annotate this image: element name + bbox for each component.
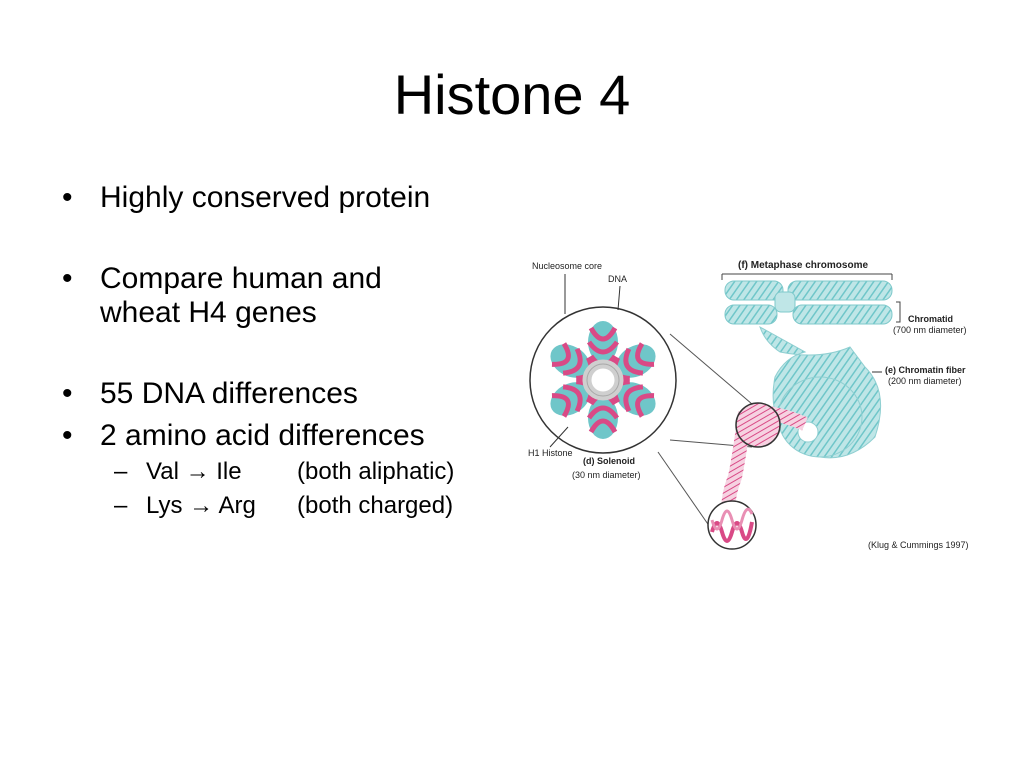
slide-title: Histone 4 [393,63,631,126]
bullet-dot: • [62,377,73,410]
label-chromatid: Chromatid [908,314,953,324]
residue-to: Arg [218,492,256,519]
solenoid-rosette [550,321,656,439]
label-chromatid-diameter: (700 nm diameter) [893,325,967,335]
label-solenoid: (d) Solenoid [583,456,635,466]
connector-line [669,333,753,405]
residue-from: Val [146,458,179,485]
bullet-text: 55 DNA differences [100,377,358,410]
sub-bullet-note: (both charged) [297,492,454,519]
residue-to: Ile [216,458,242,485]
label-metaphase: (f) Metaphase chromosome [738,260,868,271]
connector-line [657,451,713,531]
sub-bullet-dash: – [114,492,128,519]
label-fiber-diameter: (200 nm diameter) [888,376,962,386]
figure-credit: (Klug & Cummings 1997) [868,540,969,550]
label-solenoid-diameter: (30 nm diameter) [572,470,641,480]
bullet-text: wheat H4 genes [100,296,317,329]
chromatin-structure-figure: Nucleosome core DNA (f) Metaphase chromo… [528,260,969,550]
sub-bullet-text: Val → Ile [146,458,242,486]
sub-bullet-dash: – [114,458,128,485]
label-nucleosome-core: Nucleosome core [532,261,602,271]
label-dna: DNA [608,274,627,284]
bullet-text: Highly conserved protein [100,181,431,214]
residue-from: Lys [146,492,183,519]
bullet-dot: • [62,181,73,214]
arrow-icon: → [189,492,214,519]
bullet-text: Compare human and [100,262,382,295]
arrow-icon: → [185,458,210,485]
solenoid-magnifier [735,402,781,448]
bullet-text: 2 amino acid differences [100,419,425,452]
bullet-dot: • [62,262,73,295]
label-h1-histone: H1 Histone [528,448,573,458]
chromatin-fiber [759,325,882,459]
bullet-dot: • [62,419,73,452]
sub-bullet-text: Lys → Arg [146,492,256,520]
sub-bullet-note: (both aliphatic) [297,458,455,485]
label-chromatin-fiber: (e) Chromatin fiber [885,365,966,375]
metaphase-chromosome [724,280,893,325]
